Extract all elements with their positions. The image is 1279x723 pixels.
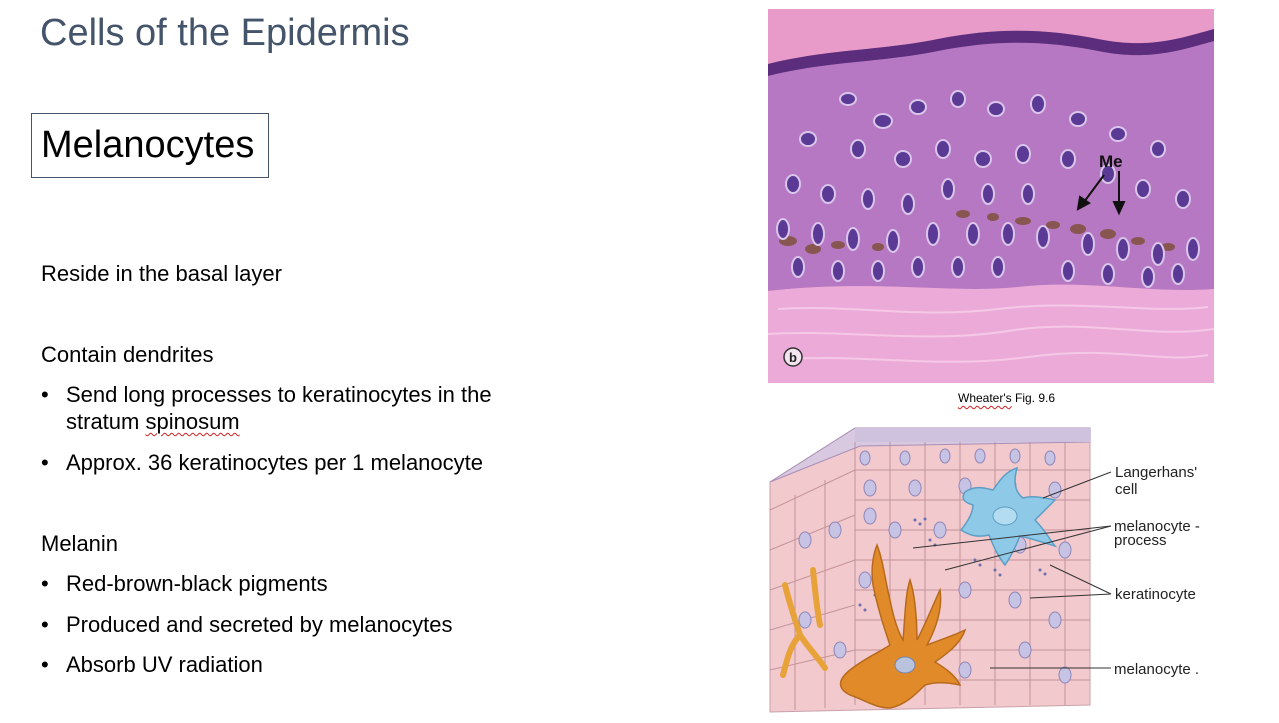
bullet-text: Produced and secreted by melanocytes bbox=[66, 612, 453, 637]
diagram-image bbox=[769, 427, 1112, 713]
bullet-text: Absorb UV radiation bbox=[66, 652, 263, 677]
heading-dendrites: Contain dendrites bbox=[41, 342, 214, 367]
bullet-dot: • bbox=[41, 652, 49, 677]
bullet-text-line2-prefix: stratum bbox=[66, 409, 146, 434]
spellcheck-word: spinosum bbox=[145, 409, 240, 434]
slide-subtitle: Melanocytes bbox=[41, 124, 255, 166]
histology-micrograph: Me b bbox=[768, 9, 1214, 383]
slide-title: Cells of the Epidermis bbox=[40, 12, 410, 54]
epidermis-diagram: Langerhans' cell melanocyte - process ke… bbox=[765, 420, 1210, 718]
bullet-item: • Red-brown-black pigments bbox=[41, 570, 601, 597]
bullet-text: Send long processes to keratinocytes in … bbox=[66, 382, 492, 407]
bullet-dot: • bbox=[41, 382, 49, 407]
label-me: Me bbox=[1099, 152, 1123, 171]
bullet-text-line2: stratum spinosum bbox=[66, 408, 240, 435]
label-keratinocyte: keratinocyte bbox=[1115, 586, 1196, 603]
caption-rest: Fig. 9.6 bbox=[1011, 391, 1056, 405]
label-langerhans-line1: Langerhans' bbox=[1115, 464, 1198, 481]
bullet-item: • Approx. 36 keratinocytes per 1 melanoc… bbox=[41, 449, 601, 476]
bullet-text: Approx. 36 keratinocytes per 1 melanocyt… bbox=[66, 450, 484, 475]
bullet-text: Red-brown-black pigments bbox=[66, 571, 328, 596]
bullet-dot: • bbox=[41, 612, 49, 637]
spellcheck-word: Wheater's bbox=[958, 391, 1012, 405]
figure-caption: Wheater's Fig. 9.6 bbox=[958, 391, 1055, 405]
arrow-icon bbox=[1076, 171, 1126, 216]
label-langerhans-line2: cell bbox=[1115, 481, 1138, 498]
bullet-dot: • bbox=[41, 571, 49, 596]
panel-letter: b bbox=[789, 350, 797, 365]
panel-letter-circle bbox=[783, 347, 803, 367]
label-process-line1: melanocyte - bbox=[1114, 518, 1200, 535]
heading-melanin: Melanin bbox=[41, 531, 119, 556]
label-melanocyte: melanocyte . bbox=[1114, 661, 1200, 678]
label-process-line2: process bbox=[1114, 532, 1167, 549]
bullet-item: • Send long processes to keratinocytes i… bbox=[41, 381, 601, 436]
bullet-item: • Absorb UV radiation bbox=[41, 651, 601, 678]
micrograph-image: Me b bbox=[768, 9, 1214, 383]
heading-basal-layer: Reside in the basal layer bbox=[41, 261, 282, 286]
bullet-dot: • bbox=[41, 450, 49, 475]
subtitle-box: Melanocytes bbox=[31, 113, 269, 178]
bullet-item: • Produced and secreted by melanocytes bbox=[41, 611, 601, 638]
